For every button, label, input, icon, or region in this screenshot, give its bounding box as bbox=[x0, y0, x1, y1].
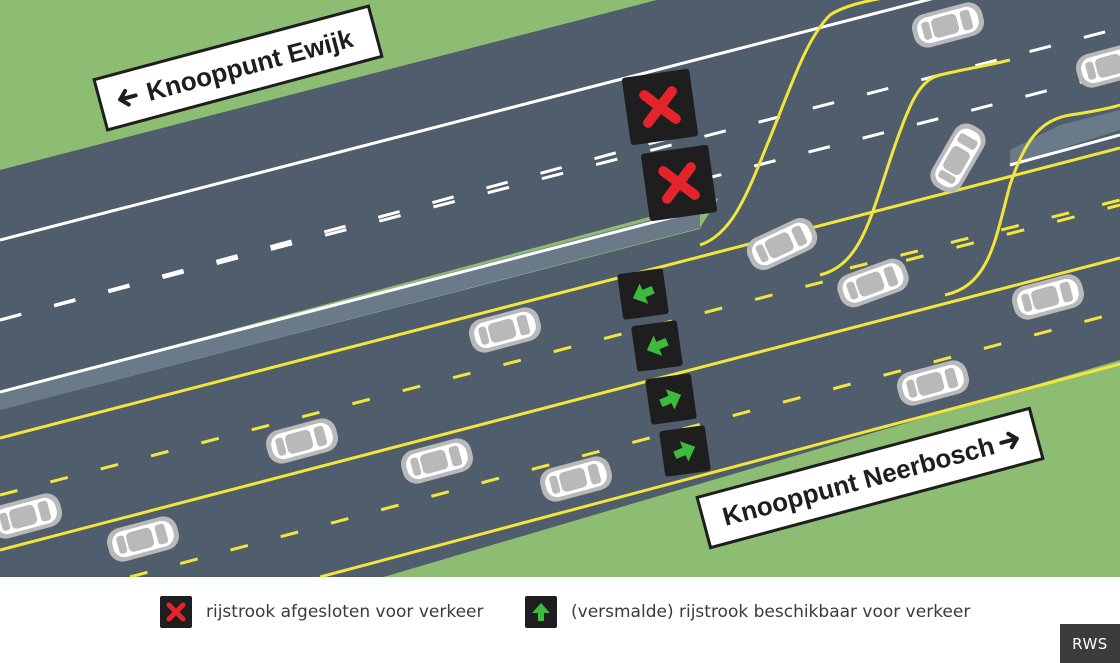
legend-open-icon-box bbox=[525, 596, 557, 628]
exit-shoulder bbox=[1010, 110, 1120, 165]
legend-closed: rijstrook afgesloten voor verkeer bbox=[160, 596, 483, 628]
lane-signal-closed bbox=[640, 144, 718, 222]
lower-yellow-edge-1 bbox=[0, 146, 1120, 440]
upper-inner-line bbox=[0, 208, 701, 394]
exit-curve-3 bbox=[944, 103, 1120, 297]
upper-shoulder bbox=[0, 207, 700, 410]
legend-closed-icon-box bbox=[160, 596, 192, 628]
lower-yellow-solid-2 bbox=[0, 256, 1120, 552]
legend-closed-label: rijstrook afgesloten voor verkeer bbox=[206, 602, 484, 622]
lane-signal-open-right bbox=[659, 425, 711, 477]
legend-open-label: (versmalde) rijstrook beschikbaar voor v… bbox=[571, 602, 971, 622]
upper-edge-line bbox=[0, 0, 933, 242]
lane-signal-closed bbox=[621, 68, 699, 146]
exit-curve-2 bbox=[819, 58, 1011, 277]
lane-signal-open-right bbox=[645, 373, 697, 425]
lower-yellow-dash-2 bbox=[129, 310, 1120, 577]
exit-white-line bbox=[1009, 133, 1120, 167]
credit-badge: RWS bbox=[1060, 624, 1120, 663]
red-cross-icon bbox=[166, 602, 186, 622]
lane-signal-open-left bbox=[617, 268, 669, 320]
right-arrow-icon bbox=[999, 431, 1019, 450]
lower-yellow-edge-3 bbox=[319, 362, 1120, 577]
lower-yellow-dash-1 bbox=[0, 203, 1120, 497]
exit-curve-1 bbox=[699, 0, 881, 247]
left-arrow-icon bbox=[118, 89, 138, 107]
upper-lane-dash-3 bbox=[699, 70, 1120, 182]
lane-signal-open-left bbox=[631, 320, 683, 372]
road-diagram: Knooppunt Ewijk Knooppunt Neerbosch bbox=[0, 0, 1120, 577]
legend-open: (versmalde) rijstrook beschikbaar voor v… bbox=[525, 596, 970, 628]
green-arrow-up-icon bbox=[532, 603, 550, 621]
